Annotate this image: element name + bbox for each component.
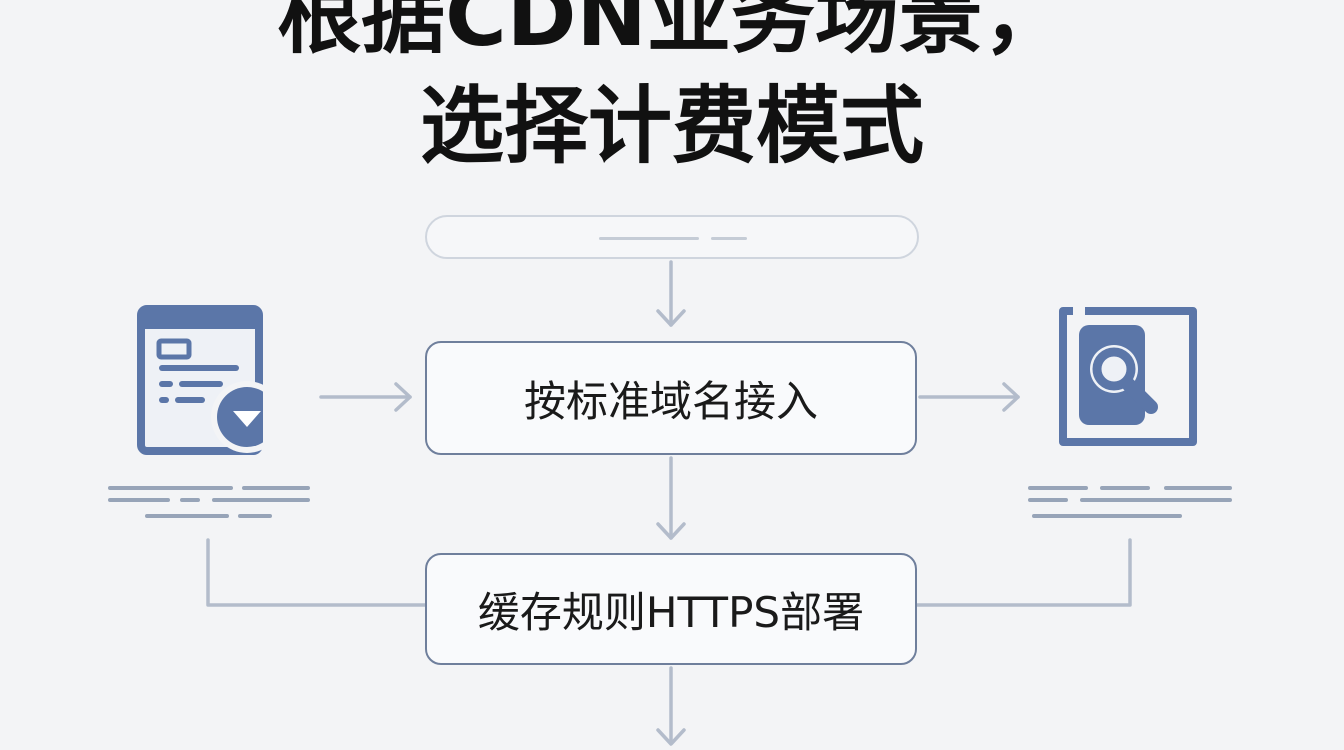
caption-line	[1100, 486, 1150, 490]
search-file-icon	[1059, 307, 1197, 446]
caption-line	[1164, 486, 1232, 490]
caption-line	[1032, 514, 1182, 518]
caption-line	[108, 486, 233, 490]
connector-right-to-step2	[915, 538, 1132, 607]
document-download-icon	[137, 305, 263, 455]
connector-left-to-step2	[206, 538, 427, 607]
caption-line	[1028, 486, 1088, 490]
pill-text-line	[711, 237, 747, 240]
pill-text-line	[599, 237, 699, 240]
caption-line	[180, 498, 200, 502]
caption-line	[145, 514, 229, 518]
title-line-2: 选择计费模式	[419, 77, 924, 175]
caption-line	[242, 486, 310, 490]
title-line-1: 根据CDN业务场景，	[277, 0, 1067, 65]
caption-line	[108, 498, 170, 502]
arrowhead-step1-to-step2	[656, 522, 686, 540]
arrowhead-step1-to-right	[1002, 382, 1020, 412]
caption-line	[1028, 498, 1068, 502]
top-placeholder-bar	[425, 215, 919, 259]
arrowhead-top-to-step1	[656, 309, 686, 327]
arrowhead-left-to-step1	[394, 382, 412, 412]
caption-line	[212, 498, 310, 502]
step-standard-domain-access: 按标准域名接入	[425, 341, 917, 455]
arrowhead-step2-down	[656, 728, 686, 746]
step-cache-https-deploy: 缓存规则HTTPS部署	[425, 553, 917, 665]
caption-line	[238, 514, 272, 518]
caption-line	[1080, 498, 1232, 502]
